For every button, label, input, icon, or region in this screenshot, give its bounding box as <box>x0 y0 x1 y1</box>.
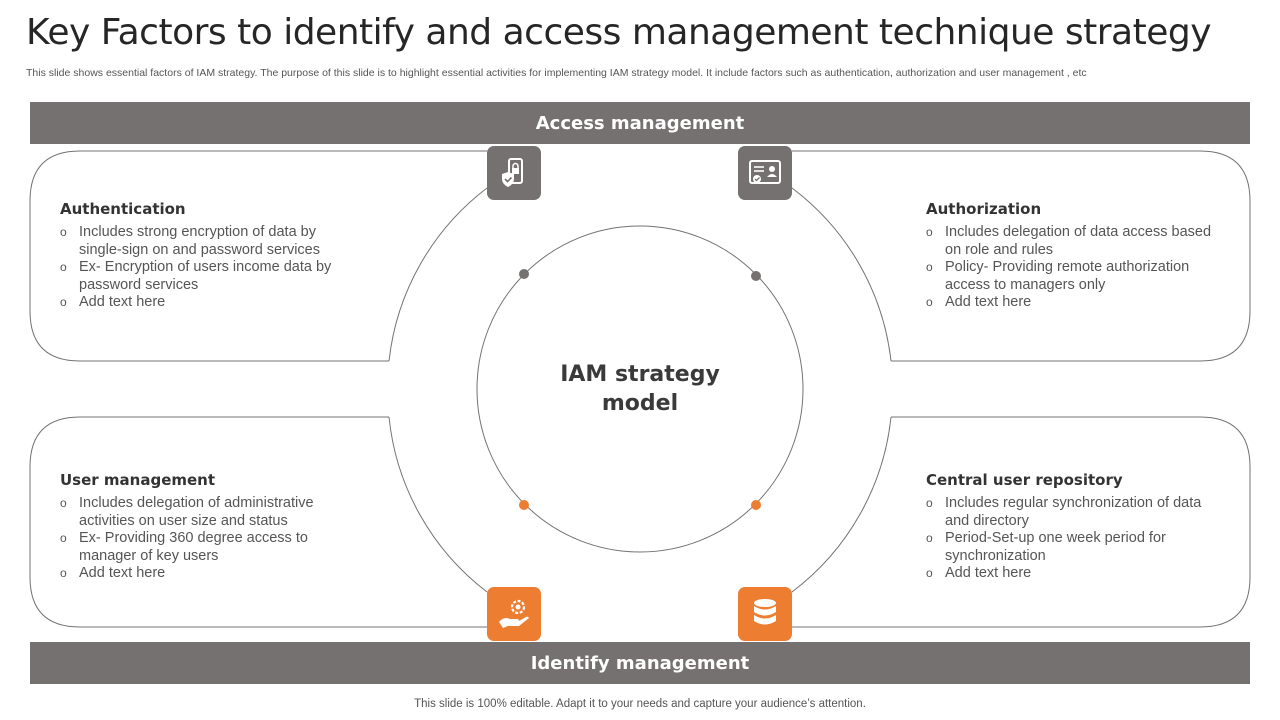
identify-management-bar: Identify management <box>30 642 1250 684</box>
panel-top-right <box>792 150 1251 362</box>
center-label-line2: model <box>601 391 679 416</box>
page-subtitle: This slide shows essential factors of IA… <box>26 67 1087 79</box>
list-item: Includes regular synchronization of data… <box>926 495 1226 530</box>
authentication-block: Authentication Includes strong encryptio… <box>60 200 360 312</box>
dot-bottom-left <box>519 500 529 510</box>
panel-top-left <box>29 150 487 362</box>
mobile-lock-icon <box>487 146 541 200</box>
inner-circle <box>476 225 804 553</box>
database-icon <box>738 587 792 641</box>
central-repository-block: Central user repository Includes regular… <box>926 471 1226 583</box>
dot-bottom-right <box>751 500 761 510</box>
hand-gear-icon <box>487 587 541 641</box>
authentication-heading: Authentication <box>60 200 186 218</box>
dot-top-right <box>751 271 761 281</box>
list-item: Policy- Providing remote authorization a… <box>926 259 1226 294</box>
authorization-heading: Authorization <box>926 200 1042 218</box>
access-management-bar: Access management <box>30 102 1250 144</box>
user-management-heading: User management <box>60 471 216 489</box>
panel-bottom-right <box>792 416 1251 628</box>
list-item: Includes strong encryption of data by si… <box>60 224 360 259</box>
center-label-line1: IAM strategy <box>560 362 720 387</box>
list-item: Add text here <box>60 294 360 312</box>
list-item: Add text here <box>926 565 1226 583</box>
dot-top-left <box>519 269 529 279</box>
arc-top-right <box>791 187 892 362</box>
authorization-block: Authorization Includes delegation of dat… <box>926 200 1226 312</box>
arc-bottom-right <box>791 416 892 593</box>
page-title: Key Factors to identify and access manag… <box>26 12 1212 53</box>
user-management-list: Includes delegation of administrative ac… <box>60 495 360 583</box>
arc-top-left <box>388 187 488 362</box>
center-label: IAM strategy model <box>540 360 740 418</box>
list-item: Ex- Providing 360 degree access to manag… <box>60 530 360 565</box>
list-item: Period-Set-up one week period for synchr… <box>926 530 1226 565</box>
central-repository-list: Includes regular synchronization of data… <box>926 495 1226 583</box>
id-card-icon <box>738 146 792 200</box>
list-item: Includes delegation of administrative ac… <box>60 495 360 530</box>
list-item: Add text here <box>926 294 1226 312</box>
user-management-block: User management Includes delegation of a… <box>60 471 360 583</box>
footer-note: This slide is 100% editable. Adapt it to… <box>414 698 866 710</box>
list-item: Ex- Encryption of users income data by p… <box>60 259 360 294</box>
central-repository-heading: Central user repository <box>926 471 1123 489</box>
authentication-list: Includes strong encryption of data by si… <box>60 224 360 312</box>
arc-bottom-left <box>388 416 488 593</box>
list-item: Add text here <box>60 565 360 583</box>
authorization-list: Includes delegation of data access based… <box>926 224 1226 312</box>
list-item: Includes delegation of data access based… <box>926 224 1226 259</box>
panel-bottom-left <box>29 416 487 628</box>
